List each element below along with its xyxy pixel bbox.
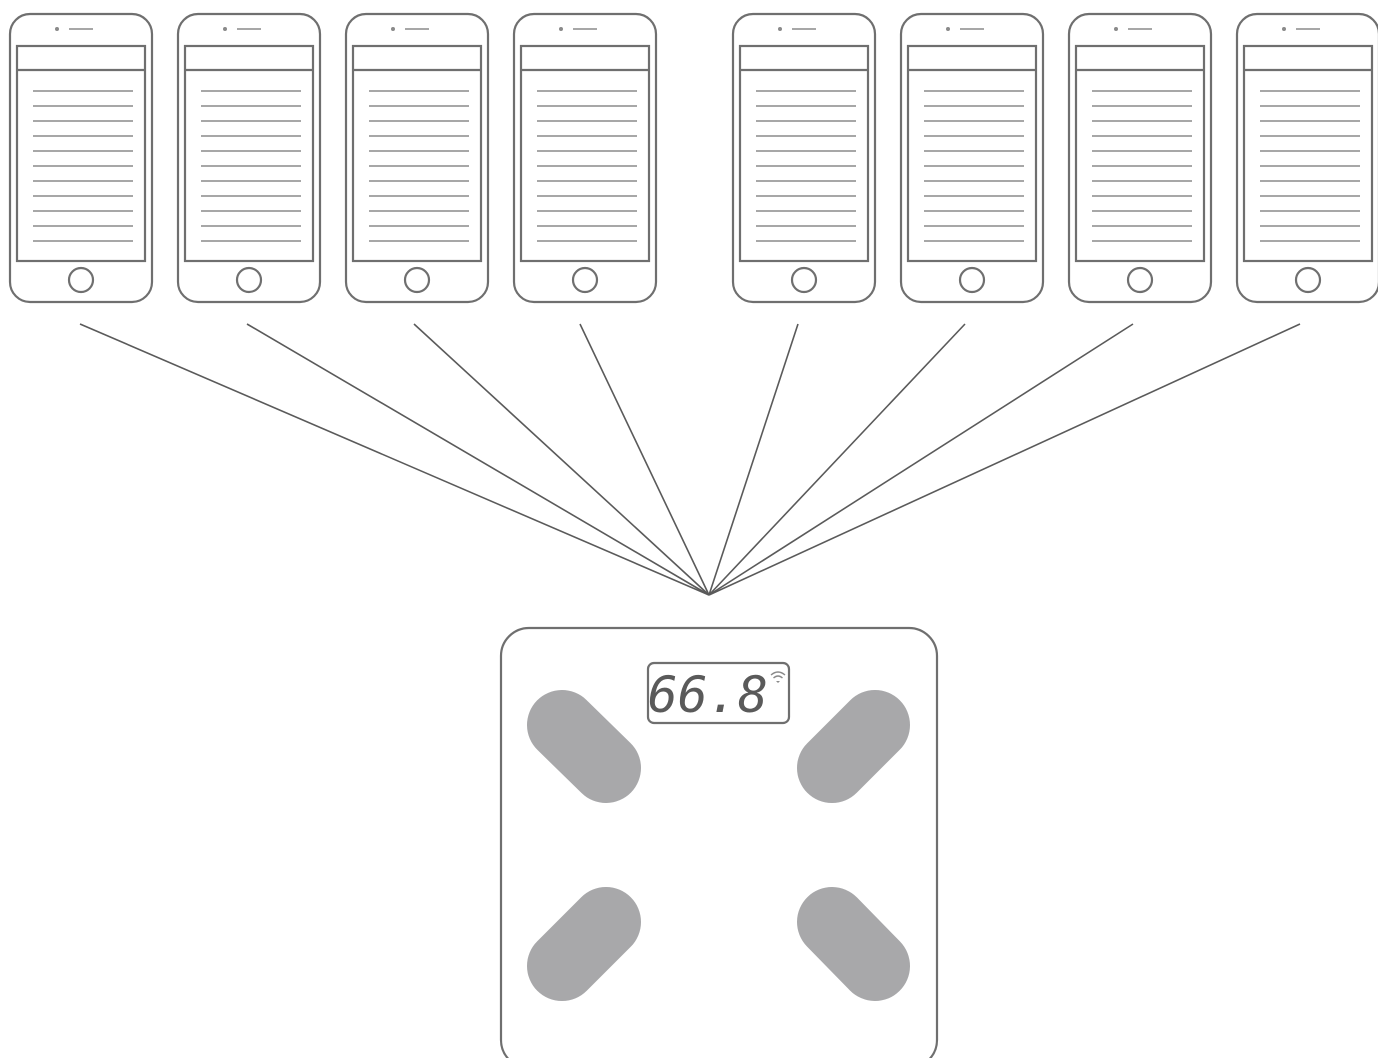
connection-lines	[79, 323, 1301, 596]
phone-home-button	[403, 266, 431, 294]
phone-camera-dot	[223, 27, 227, 31]
electrode-bottom-right	[797, 887, 910, 1001]
electrode-top-right	[797, 690, 910, 803]
smartphone-icon	[176, 12, 322, 304]
smartphone-icon	[512, 12, 658, 304]
phone-camera-dot	[946, 27, 950, 31]
phone-screen	[183, 44, 315, 263]
smart-scale: 66.8	[499, 626, 939, 1058]
smartphone-icon	[1067, 12, 1213, 304]
connection-line	[246, 323, 710, 596]
connection-line	[708, 323, 966, 596]
smartphones-row	[8, 12, 1378, 304]
phone-home-button	[1126, 266, 1154, 294]
connection-line	[708, 323, 799, 596]
phone-screen	[1074, 44, 1206, 263]
phone-screen	[519, 44, 651, 263]
phone-home-button	[790, 266, 818, 294]
phone-camera-dot	[55, 27, 59, 31]
scale-lcd-display	[646, 661, 791, 725]
smartphone-icon	[731, 12, 877, 304]
phone-home-button	[958, 266, 986, 294]
connection-line	[708, 323, 1134, 596]
phone-home-button	[571, 266, 599, 294]
connection-line	[579, 323, 710, 596]
connection-line	[708, 323, 1301, 596]
phone-home-button	[67, 266, 95, 294]
phone-screen	[738, 44, 870, 263]
smartphone-icon	[1235, 12, 1378, 304]
phone-camera-dot	[1114, 27, 1118, 31]
electrode-top-left	[527, 690, 641, 803]
phone-camera-dot	[391, 27, 395, 31]
phone-screen	[1242, 44, 1374, 263]
connection-line	[79, 323, 710, 596]
phone-home-button	[235, 266, 263, 294]
smartphone-icon	[344, 12, 490, 304]
phone-home-button	[1294, 266, 1322, 294]
phone-camera-dot	[1282, 27, 1286, 31]
phone-camera-dot	[559, 27, 563, 31]
wifi-icon	[770, 671, 786, 683]
smartphone-icon	[8, 12, 154, 304]
phone-screen	[15, 44, 147, 263]
phone-screen	[351, 44, 483, 263]
smartphone-icon	[899, 12, 1045, 304]
phone-camera-dot	[778, 27, 782, 31]
connection-line	[413, 323, 710, 596]
phone-screen	[906, 44, 1038, 263]
electrode-bottom-left	[527, 887, 641, 1001]
scale-weight-readout: 66.8	[648, 666, 768, 724]
